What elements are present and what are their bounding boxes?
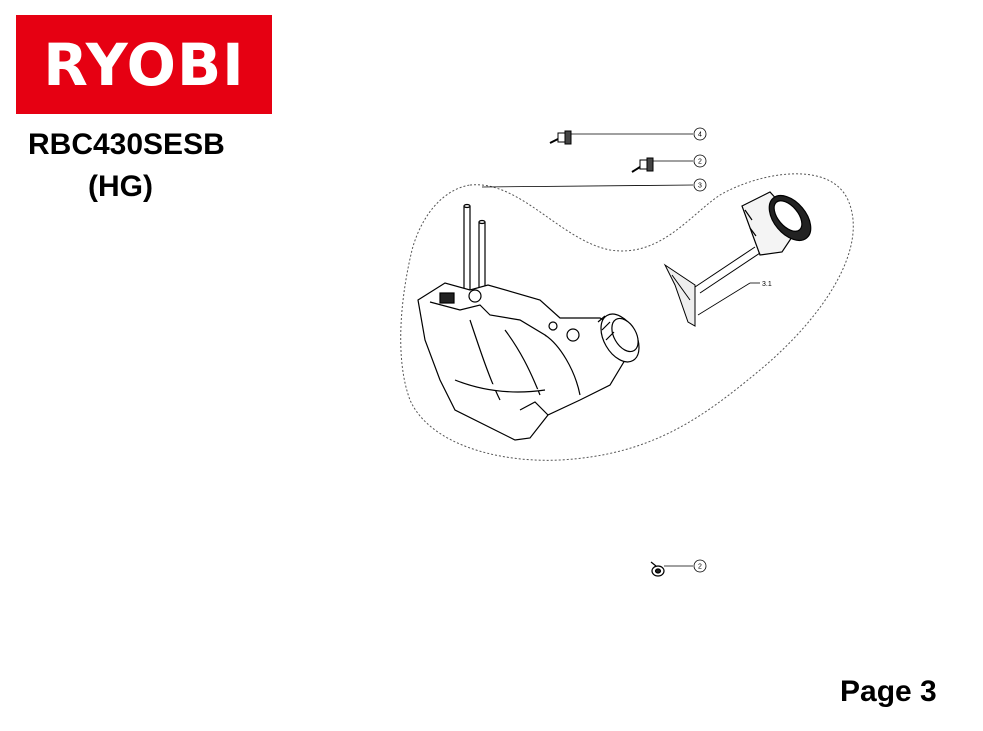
ryobi-logo: RYOBI [16, 15, 272, 114]
page-number: Page 3 [840, 675, 937, 708]
grommet-icon [650, 561, 665, 577]
callout-2-bottom-label: 2 [698, 564, 702, 571]
assembly-outline [400, 173, 854, 461]
logo-wordmark: RYOBI [43, 30, 245, 99]
fuel-tank-icon [417, 203, 640, 441]
cap-tether-icon [663, 246, 761, 327]
callout-3-1-label: 3.1 [762, 281, 772, 288]
model-number: RBC430SESB [28, 128, 225, 161]
model-variant: (HG) [88, 170, 153, 203]
screw-icon [631, 157, 654, 173]
callout-4: 4 [693, 127, 707, 141]
fuel-cap-icon [741, 191, 812, 256]
screw-icon [549, 130, 572, 145]
callout-3: 3 [693, 178, 707, 192]
callout-2-bottom: 2 [693, 559, 707, 573]
callout-3-label: 3 [698, 183, 702, 190]
callout-2-top-label: 2 [698, 159, 702, 166]
callout-4-label: 4 [698, 132, 702, 139]
callout-2-top: 2 [693, 154, 707, 168]
